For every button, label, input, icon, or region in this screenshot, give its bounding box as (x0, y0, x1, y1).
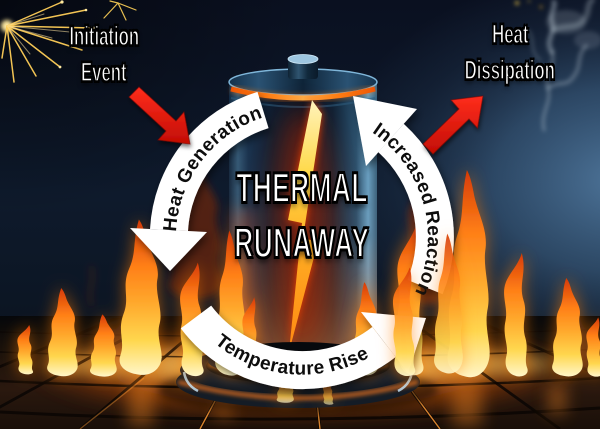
smoke-icon (515, 0, 600, 132)
cycle-arrowhead-down-icon (130, 228, 207, 271)
cycle-arrow-increased-reaction (353, 96, 454, 295)
callout-arrows (128, 86, 484, 155)
cycle-arrowhead-up-icon (353, 96, 417, 166)
cycle-arrow-heat-generation (130, 91, 270, 271)
dissipation-arrow-icon (422, 95, 484, 155)
lightning-bolt-icon (288, 100, 322, 352)
initiation-arrow-icon (128, 86, 191, 145)
battery-terminal (288, 59, 318, 79)
firework-icon (1, 0, 137, 83)
cycle-diagram: Heat Generation Temperature Rise Increas… (130, 91, 454, 390)
